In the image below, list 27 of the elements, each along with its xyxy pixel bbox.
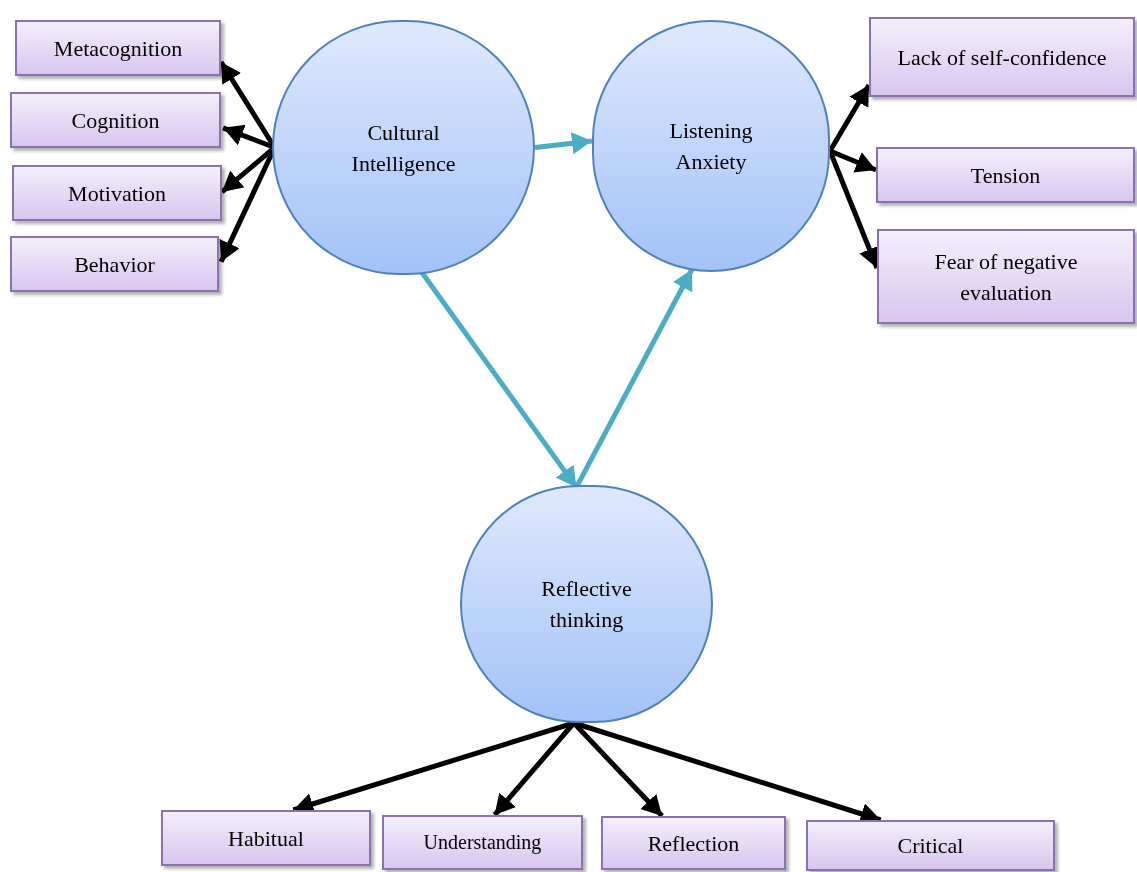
dimension-box [12,165,222,221]
dimension-box [876,147,1135,203]
node-label: Reflective thinking [540,575,633,634]
dimension-box [10,92,221,148]
node-label: Metacognition [53,34,183,63]
dimension-box [15,20,221,76]
node-label: Tension [970,161,1041,190]
dimension-box [806,820,1055,871]
dimension-box [869,17,1135,97]
node-label: Listening Anxiety [668,117,754,176]
dimension-box [601,816,786,870]
node-label: Fear of negative evaluation [933,247,1079,307]
node-label: Reflection [647,829,740,858]
dimension-box [10,236,219,292]
node-label: Lack of self-confidence [897,43,1107,72]
node-label: Habitual [228,824,304,853]
dimension-box [877,229,1135,324]
node-label: Understanding [423,830,542,856]
node-label: Critical [897,832,964,860]
dimension-box [161,810,371,866]
node-label: Motivation [68,179,166,208]
node-label: Cognition [71,106,160,135]
dimension-box [382,815,583,870]
arrow [534,132,593,155]
node-label: Behavior [74,250,155,279]
node-label: Cultural Intelligence [350,118,457,178]
arrow [829,148,877,173]
